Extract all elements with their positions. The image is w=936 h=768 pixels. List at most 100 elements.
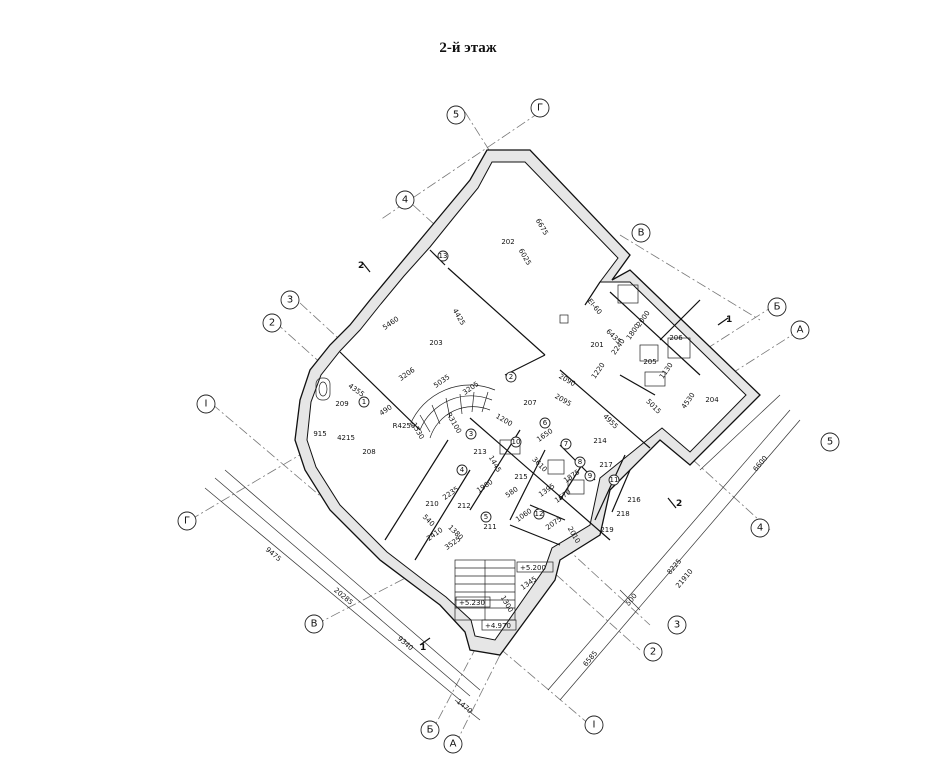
marker-label: 13: [439, 252, 448, 260]
marker-label: 8: [578, 458, 582, 466]
axis-bubble: [196, 394, 216, 414]
room-number: 214: [593, 437, 607, 445]
room-number: 215: [514, 473, 527, 481]
circled-markers: 13 1 2 3 4 5 6 7 8 9 10 11 12: [358, 250, 620, 523]
axis-label: А: [450, 739, 457, 750]
axis-bubble: [820, 432, 840, 452]
axis-bubble: [177, 511, 197, 531]
room-number: 217: [599, 461, 612, 469]
marker-label: 9: [588, 472, 592, 480]
dim-text: 6585: [582, 649, 600, 668]
marker-label: 1: [362, 398, 366, 406]
drawing-title: 2-й этаж: [439, 40, 497, 56]
axis-bubble: [643, 642, 663, 662]
marker-label: 3: [469, 430, 473, 438]
axis-label: Г: [184, 516, 190, 527]
level-label: +4.970: [485, 622, 511, 630]
straight-stair: [454, 559, 516, 621]
bathtub: [315, 377, 331, 401]
axis-bubble: [395, 190, 415, 210]
section-cut-label: 2: [676, 499, 682, 509]
marker-circle: [608, 474, 620, 486]
dim-text: 6600: [752, 454, 770, 473]
radius-label: R4250: [393, 422, 416, 430]
room-number: 211: [483, 523, 496, 531]
axis-label: 4: [757, 523, 763, 534]
room-number: 205: [643, 358, 656, 366]
fixtures: [499, 284, 691, 495]
room-number: 216: [627, 496, 641, 504]
axis-bubble: [750, 518, 770, 538]
axis-label: 4: [402, 195, 408, 206]
marker-circle: [505, 371, 517, 383]
marker-circle: [358, 396, 370, 408]
marker-circle: [510, 436, 522, 448]
axis-label: Б: [774, 302, 781, 313]
dim-text: 4215: [337, 434, 355, 442]
room-number: 219: [600, 526, 613, 534]
marker-circle: [465, 428, 477, 440]
room-number: 207: [523, 399, 536, 407]
marker-label: 5: [484, 513, 488, 521]
axis-label: Г: [537, 103, 543, 114]
axis-label: 2: [650, 647, 656, 658]
axis-label: I: [205, 399, 208, 410]
axis-bubbles: 5 Г 4 3 2 В I Г В Б А 5 4 3 2 I Б А: [177, 98, 840, 754]
room-number: 212: [457, 502, 470, 510]
room-number: 203: [429, 339, 442, 347]
axis-label: В: [638, 228, 645, 239]
marker-circle: [539, 417, 551, 429]
section-cut-label: 1: [726, 315, 732, 325]
dim-text: 21910: [674, 568, 694, 590]
marker-circle: [480, 511, 492, 523]
marker-label: 7: [564, 440, 568, 448]
axis-label: 5: [827, 437, 833, 448]
room-number: 204: [705, 396, 719, 404]
marker-circle: [574, 456, 586, 468]
axis-bubble: [530, 98, 550, 118]
room-number: 208: [362, 448, 375, 456]
axis-bubble: [304, 614, 324, 634]
axis-bubble: [584, 715, 604, 735]
level-box: [455, 596, 491, 608]
marker-circle: [456, 464, 468, 476]
level-label: +5.200: [520, 564, 546, 572]
marker-circle: [533, 508, 545, 520]
marker-circle: [584, 470, 596, 482]
room-number: 209: [335, 400, 348, 408]
axis-label: А: [797, 325, 804, 336]
spiral-stair: [409, 384, 496, 439]
marker-label: 4: [460, 466, 465, 474]
marker-circle: [437, 250, 449, 262]
dim-text: 9475: [264, 546, 283, 564]
room-number: 213: [473, 448, 486, 456]
section-cuts: 1 1 2 2: [358, 261, 732, 653]
building-walls: [294, 149, 761, 656]
room-number: 202: [501, 238, 514, 246]
marker-label: 12: [535, 510, 544, 518]
axis-bubble: [262, 313, 282, 333]
dimension-lines: [204, 394, 801, 721]
marker-circle: [560, 438, 572, 450]
axis-bubble: [767, 297, 787, 317]
axis-bubble: [790, 320, 810, 340]
axis-bubble: [280, 290, 300, 310]
axis-bubble: [667, 615, 687, 635]
room-number: 206: [669, 334, 683, 342]
dim-text: 8225: [666, 557, 684, 576]
axis-bubble: [443, 734, 463, 754]
level-box: [516, 561, 554, 573]
section-cut-label: 1: [420, 643, 426, 653]
marker-label: 11: [610, 476, 619, 484]
axis-bubble: [420, 720, 440, 740]
axis-bubble: [631, 223, 651, 243]
marker-label: 10: [512, 438, 521, 446]
dim-text: 9340: [396, 635, 415, 653]
room-number: 210: [425, 500, 438, 508]
axis-bubble: [446, 105, 466, 125]
room-number: 201: [590, 341, 603, 349]
axis-label: 3: [287, 295, 293, 306]
level-label: +5.230: [459, 599, 485, 607]
axis-label: I: [593, 720, 596, 731]
axis-label: 5: [453, 110, 459, 121]
